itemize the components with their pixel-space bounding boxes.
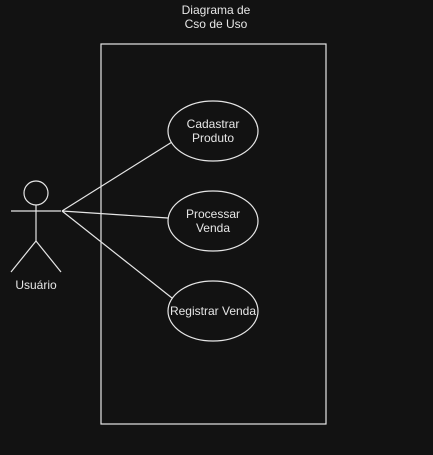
actor-label: Usuário (15, 278, 57, 292)
association-cadastrar-produto[interactable] (61, 141, 173, 212)
association-registrar-venda[interactable] (61, 210, 173, 299)
actor-right-leg (35, 240, 62, 273)
actor-left-leg (10, 240, 37, 273)
use-case-processar-venda[interactable] (167, 190, 259, 252)
use-case-registrar-venda[interactable] (167, 280, 259, 342)
actor-usuario[interactable] (10, 180, 62, 273)
use-case-label-processar-venda: Processar Venda (185, 207, 241, 235)
diagram-title: Diagrama de Cso de Uso (181, 3, 251, 31)
use-case-label-registrar-venda: Registrar Venda (169, 304, 257, 318)
use-case-label-cadastrar-produto: Cadastrar Produto (186, 117, 240, 145)
actor-head (23, 180, 49, 206)
system-boundary[interactable] (100, 43, 327, 425)
use-case-cadastrar-produto[interactable] (167, 100, 259, 162)
association-processar-venda[interactable] (61, 210, 169, 219)
